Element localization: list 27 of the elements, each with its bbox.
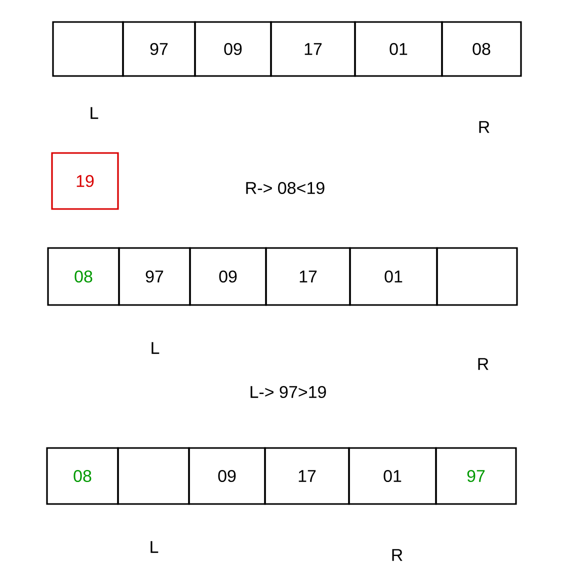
pointer-label: R [478, 358, 488, 370]
pointer-label: L [90, 107, 98, 119]
array-cell: 17 [270, 21, 356, 77]
array-cell: 97 [435, 447, 517, 505]
array-cell: 17 [264, 447, 350, 505]
pivot-box: 19 [51, 152, 119, 210]
array-cell [52, 21, 124, 77]
pointer-label: L [150, 541, 158, 553]
array-cell: 08 [47, 247, 120, 306]
pointer-label: R [479, 121, 490, 133]
array-cell [436, 247, 518, 306]
array-cell: 09 [189, 247, 267, 306]
pointer-label: L [152, 342, 160, 354]
array-cell: 97 [118, 247, 191, 306]
array-cell: 01 [349, 247, 438, 306]
array-cell: 17 [265, 247, 351, 306]
array-cell: 08 [46, 447, 119, 505]
array-cell: 01 [354, 21, 443, 77]
array-cell: 01 [348, 447, 437, 505]
array-cell [117, 447, 190, 505]
array-cell: 09 [188, 447, 266, 505]
array-cell: 97 [122, 21, 196, 77]
array-cell: 08 [441, 21, 522, 77]
pointer-label: R [392, 549, 402, 561]
step-note: R-> 08<19 [246, 182, 324, 194]
step-note: L-> 97>19 [250, 386, 326, 398]
array-cell: 09 [194, 21, 272, 77]
